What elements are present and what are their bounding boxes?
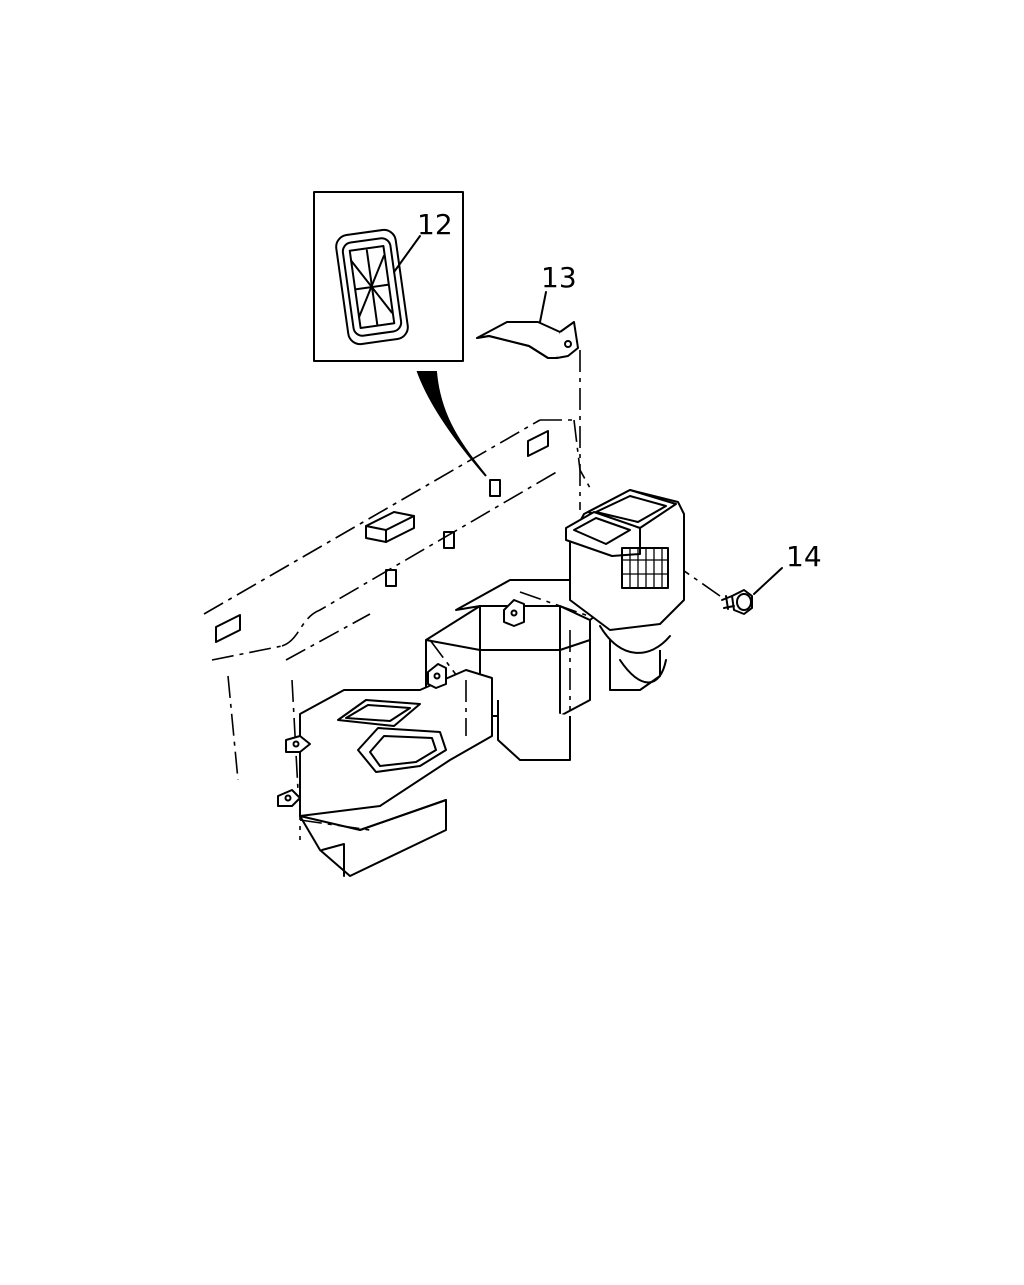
part-14-screw [721,589,753,615]
part-12-grommet [335,228,409,346]
leader-line-13 [539,291,547,323]
callout-13: 13 [541,261,577,294]
left-vent-duct [277,663,493,877]
blower-unit [565,489,685,654]
dashboard-panel-outline [203,419,591,791]
callout-14: 14 [786,540,822,573]
detail-inset [313,191,464,362]
part-13-cover [476,321,579,359]
callout-12: 12 [417,208,453,241]
leader-line-14 [753,567,783,595]
leader-line-12 [393,235,421,273]
location-arrow [416,371,487,477]
